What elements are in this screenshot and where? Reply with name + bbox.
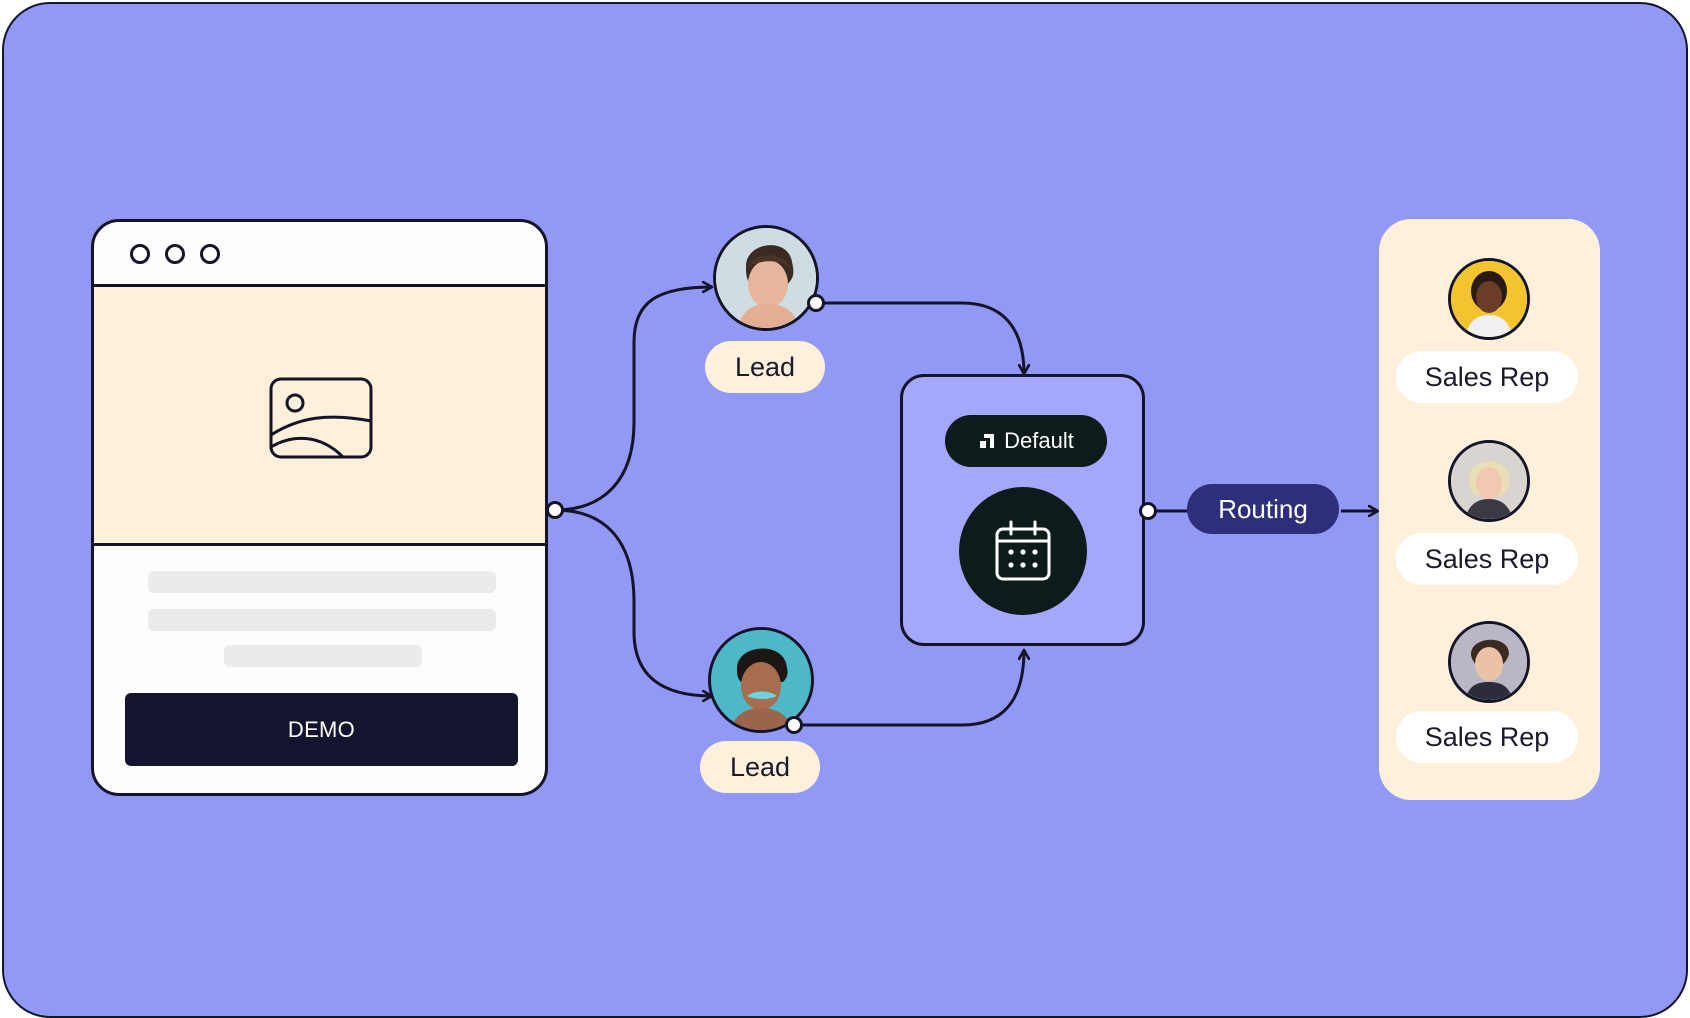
routing-label: Routing <box>1187 484 1339 534</box>
sales-rep-label-3: Sales Rep <box>1396 711 1578 763</box>
output-port <box>546 501 564 519</box>
connector-lead-2-to-router <box>795 650 1024 727</box>
default-badge-label: Default <box>1004 428 1074 453</box>
text-placeholder <box>224 645 422 667</box>
connector-to-lead-1 <box>554 287 712 512</box>
logo-mark-icon <box>980 434 995 448</box>
lead-label-2: Lead <box>700 741 820 793</box>
calendar-badge <box>959 487 1087 615</box>
connector-lead-1-to-router <box>817 301 1024 374</box>
sales-rep-label-2: Sales Rep <box>1396 533 1578 585</box>
text-placeholder <box>148 571 496 593</box>
connector-layer <box>554 4 1686 727</box>
hero-image-area <box>94 287 545 546</box>
text-placeholder <box>148 609 496 631</box>
demo-button[interactable]: DEMO <box>125 693 518 766</box>
output-port <box>1139 502 1157 520</box>
sales-rep-avatar-1 <box>1448 258 1530 340</box>
sales-rep-label-1: Sales Rep <box>1396 351 1578 403</box>
connector-to-lead-2 <box>554 508 712 696</box>
sales-rep-avatar-3 <box>1448 621 1530 703</box>
lead-label-1: Lead <box>705 341 825 393</box>
window-dot-icon <box>165 244 185 264</box>
window-dot-icon <box>200 244 220 264</box>
window-titlebar <box>94 222 545 287</box>
image-icon <box>269 377 373 459</box>
landing-page-window: DEMO <box>91 219 548 796</box>
default-badge: Default <box>945 415 1107 467</box>
lead-avatar-1 <box>713 225 819 331</box>
calendar-icon <box>995 520 1051 581</box>
output-port <box>807 294 825 312</box>
window-dot-icon <box>130 244 150 264</box>
lead-avatar-2 <box>708 627 814 733</box>
sales-rep-avatar-2 <box>1448 440 1530 522</box>
router-node[interactable]: Default <box>900 374 1145 646</box>
output-port <box>785 716 803 734</box>
